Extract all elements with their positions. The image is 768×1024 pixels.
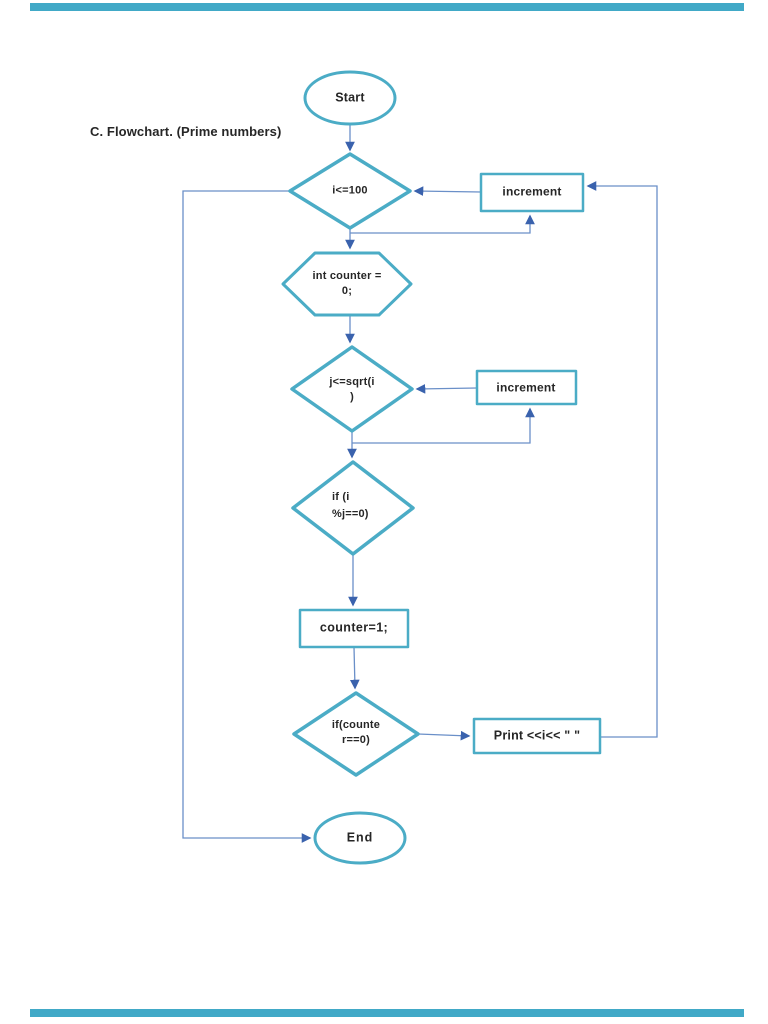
init-counter-hexagon [281,251,413,317]
print-label: Print <<i<< " " [493,728,581,743]
page-top-rule [30,3,744,11]
connector-cond-i-to-end [182,190,312,843]
connector-print-loop-to-increment-i [586,181,658,738]
cond-i-label: i<=100 [332,184,368,197]
start-terminator [303,70,397,126]
end-terminator [313,811,407,865]
connector-increment-i-to-cond-i [413,186,482,196]
set-counter-label: counter=1; [319,620,389,635]
init-counter-label: int counter =0; [312,270,382,297]
increment-i-box [479,172,585,213]
connector-branch-to-increment-j [352,407,535,444]
cond-j-diamond [290,345,414,433]
print-box [472,717,602,755]
end-label: End [346,830,374,845]
caption-title: C. Flowchart. (Prime numbers) [90,124,282,139]
connector-branch-to-increment-i [350,214,535,234]
cond-i-diamond [288,152,412,230]
increment-j-box [475,369,578,406]
start-label: Start [335,90,365,105]
increment-i-label: increment [502,184,562,199]
cond-j-label: j<=sqrt(i) [329,376,375,403]
connector-set-counter-to-cond-counter [349,646,360,690]
set-counter-box [298,608,410,649]
connector-increment-j-to-cond-j [415,383,478,394]
cond-mod-diamond [291,460,415,556]
connector-cond-counter-to-print [417,730,471,741]
increment-j-label: increment [496,380,556,395]
cond-counter-diamond [292,691,420,777]
cond-mod-label: if (i%j==0) [332,491,369,520]
page-bottom-rule [30,1009,744,1017]
